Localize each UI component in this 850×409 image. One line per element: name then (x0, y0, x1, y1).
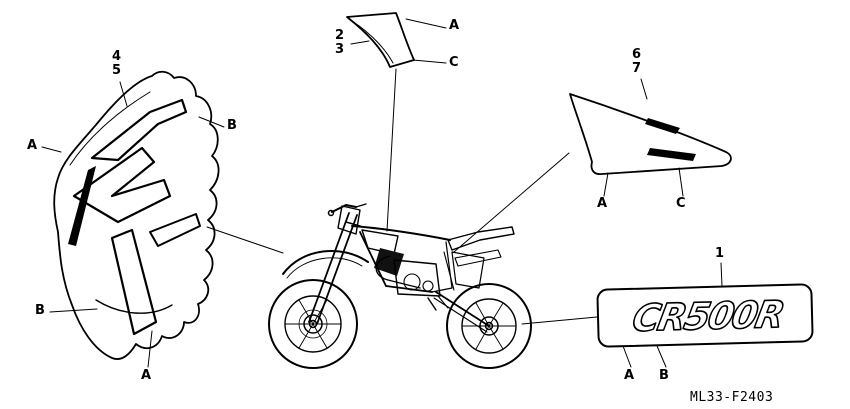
callout-5: 5 (112, 63, 122, 78)
callout-A-shroud-left: A (27, 138, 38, 153)
callout-B-shroud-top: B (227, 118, 237, 133)
rear-fender (447, 226, 515, 251)
tick-B-shroud-top (198, 116, 225, 128)
side-panel (451, 251, 485, 289)
side-cover-outline (569, 93, 732, 175)
kick-lever (437, 295, 449, 309)
callout-1: 1 (715, 246, 725, 261)
tick-A-shroud-left (41, 146, 62, 153)
tick-A-fender (405, 18, 447, 29)
tick-B-logo (656, 345, 667, 368)
tick-1-logo (720, 262, 723, 287)
handlebar (327, 203, 367, 217)
tick-C-fender (412, 59, 447, 64)
tick-A-shroud-bottom (147, 330, 153, 368)
callout-A-fender: A (449, 18, 460, 33)
shroud-outline (53, 70, 220, 360)
shroud-decal-position-mark (374, 248, 404, 276)
callout-B-shroud-bottom: B (35, 303, 45, 318)
callout-A-sidecover: A (597, 196, 608, 211)
leader-shroud-to-bike (206, 226, 284, 254)
tick-A-sidecover (603, 172, 609, 197)
radiator-shroud-decal (53, 70, 220, 360)
footpeg (427, 297, 437, 311)
shroud-graphic-mid-zigzag (72, 146, 172, 224)
shroud-graphic-top-edge-line (69, 91, 151, 166)
tick-B-shroud-bottom (49, 308, 98, 313)
callout-4: 4 (112, 49, 122, 64)
swingarm-lower (433, 297, 488, 333)
fender-decal-inner-line (351, 20, 394, 64)
leader-sidecover-to-bike (453, 152, 570, 253)
front-fork (308, 212, 361, 325)
side-cover-mark-upper (645, 118, 680, 134)
shroud-graphic-upper-wing (90, 98, 188, 162)
shroud-graphic-lower-stroke (110, 228, 158, 336)
side-cover-mark-lower (647, 148, 696, 161)
shroud-graphic-bottom-curve (95, 299, 173, 314)
motorcycle-illustration (268, 203, 532, 369)
logo-decal: CR500R (596, 283, 814, 348)
frame-rear-lower (431, 287, 453, 293)
front-wheel (268, 279, 358, 369)
callout-6: 6 (632, 47, 642, 62)
logo-text: CR500R (629, 292, 786, 340)
front-fender-underline (286, 257, 363, 279)
callout-7: 7 (632, 61, 642, 76)
tick-4-5 (119, 81, 128, 107)
muffler (454, 249, 502, 267)
tick-2-3 (350, 40, 370, 45)
callout-C-sidecover: C (676, 196, 686, 211)
tick-C-sidecover (678, 167, 684, 197)
callout-2: 2 (335, 28, 345, 43)
callout-3: 3 (335, 42, 345, 57)
callout-A-shroud-bottom: A (141, 368, 152, 383)
rear-shock (443, 251, 455, 291)
side-cover-decal (569, 93, 732, 175)
front-fender-decal (346, 12, 415, 68)
leader-lines (206, 68, 598, 325)
shroud-graphic-filled-slash (68, 166, 96, 246)
tick-6-7 (640, 78, 648, 100)
rear-wheel (446, 283, 532, 369)
leader-bike-to-logo (521, 316, 598, 325)
diagram-part-code: ML33-F2403 (690, 390, 774, 405)
tick-A-logo (622, 345, 632, 368)
shroud-graphic-right-accent (149, 213, 201, 247)
logo-decal-border (596, 283, 814, 348)
callout-lines (41, 18, 723, 368)
seat-top-line (351, 225, 451, 241)
fender-decal-outline (346, 12, 415, 68)
callout-C-fender: C (449, 55, 459, 70)
leader-fender-to-bike (386, 68, 397, 232)
swingarm-upper (435, 291, 490, 327)
front-fender (282, 250, 369, 275)
exhaust-pipe (375, 255, 421, 289)
callout-A-logo: A (624, 368, 635, 383)
callout-B-logo: B (659, 368, 669, 383)
front-number-plate (337, 205, 361, 235)
